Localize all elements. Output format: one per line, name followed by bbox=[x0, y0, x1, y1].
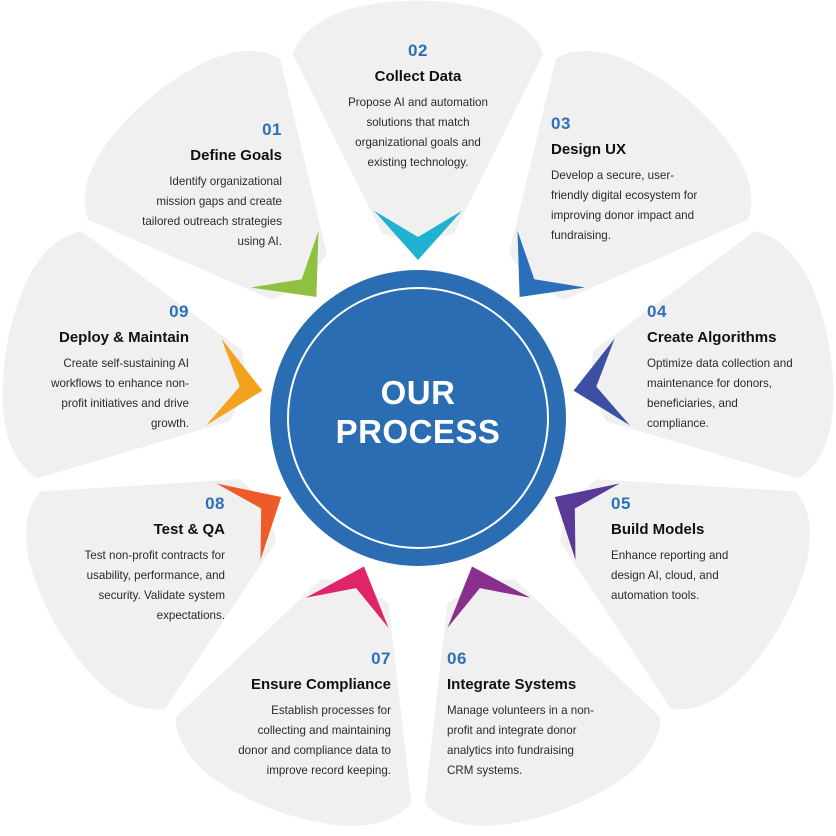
step-description: Identify organizational mission gaps and… bbox=[142, 175, 282, 248]
step-title: Integrate Systems bbox=[447, 676, 577, 693]
step-number: 02 bbox=[408, 41, 428, 60]
step-title: Create Algorithms bbox=[647, 329, 777, 346]
petal-05 bbox=[559, 479, 810, 710]
center-label-line2: PROCESS bbox=[335, 413, 501, 450]
step-04-text: 04 Create Algorithms Optimize data colle… bbox=[647, 302, 797, 434]
chevron-arrow-01 bbox=[250, 230, 319, 297]
petal-08 bbox=[26, 479, 277, 710]
center-label: OUR PROCESS bbox=[318, 373, 518, 451]
chevron-arrow-02 bbox=[373, 210, 463, 260]
petal-02 bbox=[292, 0, 544, 240]
chevron-arrow-08 bbox=[216, 483, 282, 560]
step-number: 09 bbox=[169, 302, 189, 321]
step-title: Design UX bbox=[551, 141, 627, 158]
step-02-text: 02 Collect Data Propose AI and automatio… bbox=[334, 41, 502, 173]
petal-04 bbox=[591, 231, 834, 479]
step-number: 04 bbox=[647, 302, 667, 321]
step-01-text: 01 Define Goals Identify organizational … bbox=[132, 120, 282, 252]
step-09-text: 09 Deploy & Maintain Create self-sustain… bbox=[35, 302, 189, 434]
step-title: Test & QA bbox=[153, 521, 225, 538]
step-07-text: 07 Ensure Compliance Establish processes… bbox=[229, 649, 391, 781]
step-description: Manage volunteers in a non-profit and in… bbox=[447, 704, 594, 777]
step-title: Ensure Compliance bbox=[250, 676, 391, 693]
arrow-layer bbox=[206, 210, 630, 628]
petal-07 bbox=[175, 579, 412, 826]
chevron-arrow-05 bbox=[554, 483, 620, 560]
center-circle bbox=[270, 270, 566, 566]
step-description: Create self-sustaining AI workflows to e… bbox=[51, 357, 189, 430]
step-number: 06 bbox=[447, 649, 467, 668]
step-title: Build Models bbox=[611, 521, 705, 538]
chevron-arrow-03 bbox=[517, 230, 586, 297]
step-description: Enhance reporting and design AI, cloud, … bbox=[611, 549, 729, 602]
center-label-line1: OUR bbox=[380, 374, 456, 411]
step-title: Define Goals bbox=[190, 147, 282, 164]
petal-03 bbox=[509, 50, 752, 300]
step-description: Establish processes for collecting and m… bbox=[238, 704, 391, 777]
petal-06 bbox=[424, 579, 661, 826]
step-description: Optimize data collection and maintenance… bbox=[647, 357, 793, 430]
step-description: Propose AI and automation solutions that… bbox=[348, 96, 488, 169]
step-number: 01 bbox=[262, 120, 282, 139]
step-title: Collect Data bbox=[374, 68, 462, 85]
step-05-text: 05 Build Models Enhance reporting and de… bbox=[611, 494, 751, 606]
chevron-arrow-07 bbox=[305, 566, 389, 628]
step-title: Deploy & Maintain bbox=[58, 329, 189, 346]
step-06-text: 06 Integrate Systems Manage volunteers i… bbox=[447, 649, 597, 781]
step-description: Develop a secure, user-friendly digital … bbox=[551, 169, 698, 242]
step-description: Test non-profit contracts for usability,… bbox=[84, 549, 225, 622]
chevron-arrow-06 bbox=[447, 566, 531, 628]
step-number: 08 bbox=[205, 494, 225, 513]
step-03-text: 03 Design UX Develop a secure, user-frie… bbox=[551, 114, 711, 246]
petal-01 bbox=[84, 50, 327, 300]
center-ring bbox=[287, 287, 549, 549]
step-08-text: 08 Test & QA Test non-profit contracts f… bbox=[65, 494, 225, 626]
chevron-arrow-04 bbox=[573, 338, 630, 426]
step-number: 03 bbox=[551, 114, 571, 133]
petal-09 bbox=[2, 231, 245, 479]
chevron-arrow-09 bbox=[206, 338, 263, 426]
step-number: 07 bbox=[371, 649, 391, 668]
step-number: 05 bbox=[611, 494, 631, 513]
